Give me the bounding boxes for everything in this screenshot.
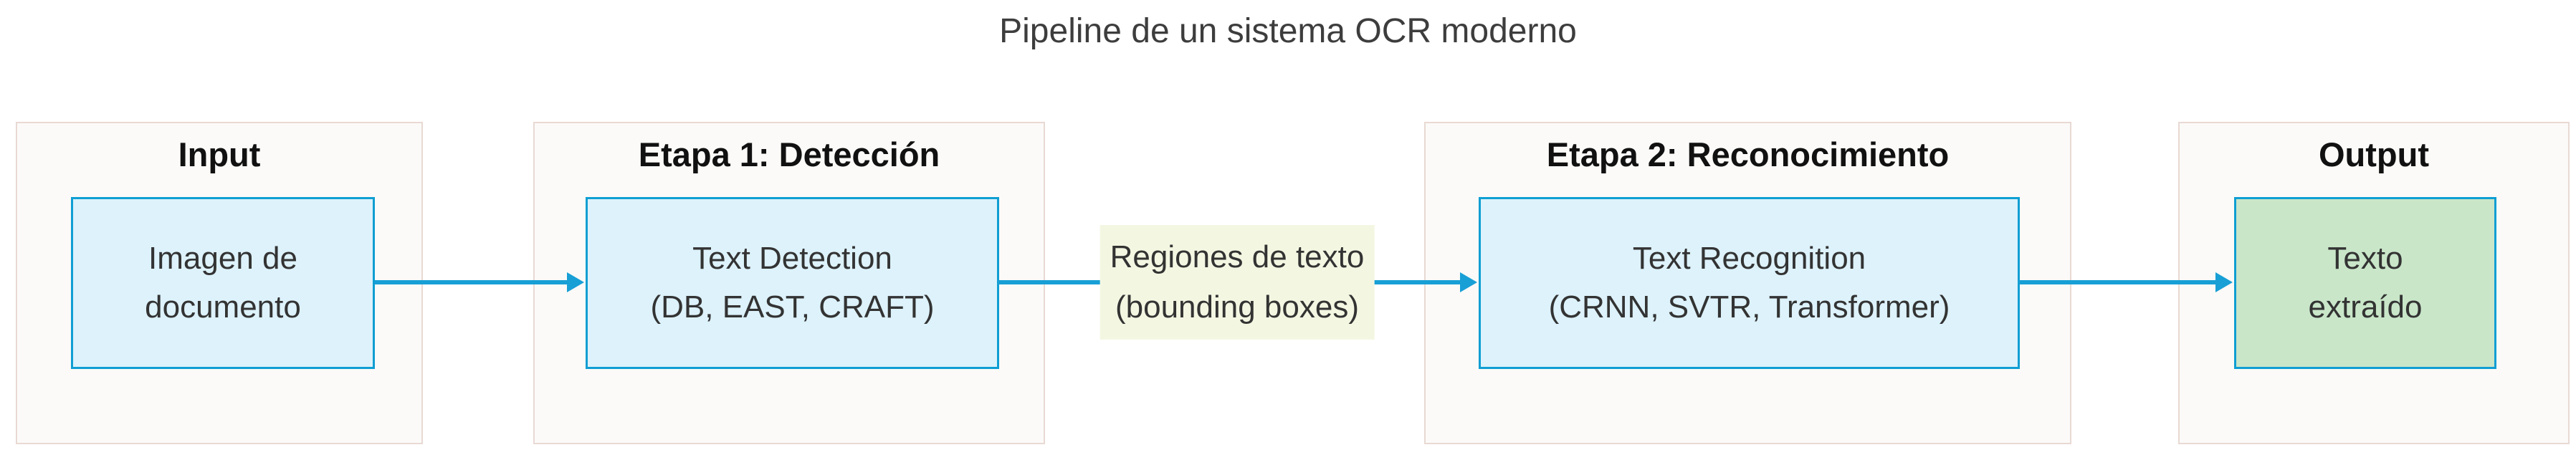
node-line: Texto [2327,241,2403,276]
edge-label-regiones-de-texto: Regiones de texto (bounding boxes) [1099,225,1375,340]
node-line: Text Detection [692,241,892,276]
node-text-recognition: Text Recognition (CRNN, SVTR, Transforme… [1479,197,2020,369]
group-etapa1-deteccion: Etapa 1: Detección Text Detection (DB, E… [533,122,1045,444]
group-output-label: Output [2319,135,2429,173]
node-line: Imagen de [148,241,297,276]
node-line: documento [145,289,301,325]
node-text-detection: Text Detection (DB, EAST, CRAFT) [586,197,999,369]
node-texto-extraido: Texto extraído [2234,197,2496,369]
node-imagen-documento: Imagen de documento [71,197,375,369]
node-line: (CRNN, SVTR, Transformer) [1548,289,1950,325]
edge-label-line: (bounding boxes) [1115,289,1359,325]
arrowhead-icon [567,272,584,292]
group-etapa1-label: Etapa 1: Detección [638,135,940,173]
group-input-label: Input [178,135,261,173]
node-line: Text Recognition [1632,241,1866,276]
arrowhead-icon [2215,272,2233,292]
node-line: (DB, EAST, CRAFT) [650,289,935,325]
group-output: Output Texto extraído [2178,122,2570,444]
group-etapa2-label: Etapa 2: Reconocimiento [1546,135,1950,173]
arrow-recognition-to-output [2018,280,2217,284]
arrow-input-to-detection [375,280,568,284]
group-etapa2-reconocimiento: Etapa 2: Reconocimiento Text Recognition… [1424,122,2071,444]
node-line: extraído [2308,289,2423,325]
arrowhead-icon [1460,272,1477,292]
edge-label-line: Regiones de texto [1110,239,1365,274]
diagram-title: Pipeline de un sistema OCR moderno [999,12,1577,50]
group-input: Input Imagen de documento [16,122,423,444]
